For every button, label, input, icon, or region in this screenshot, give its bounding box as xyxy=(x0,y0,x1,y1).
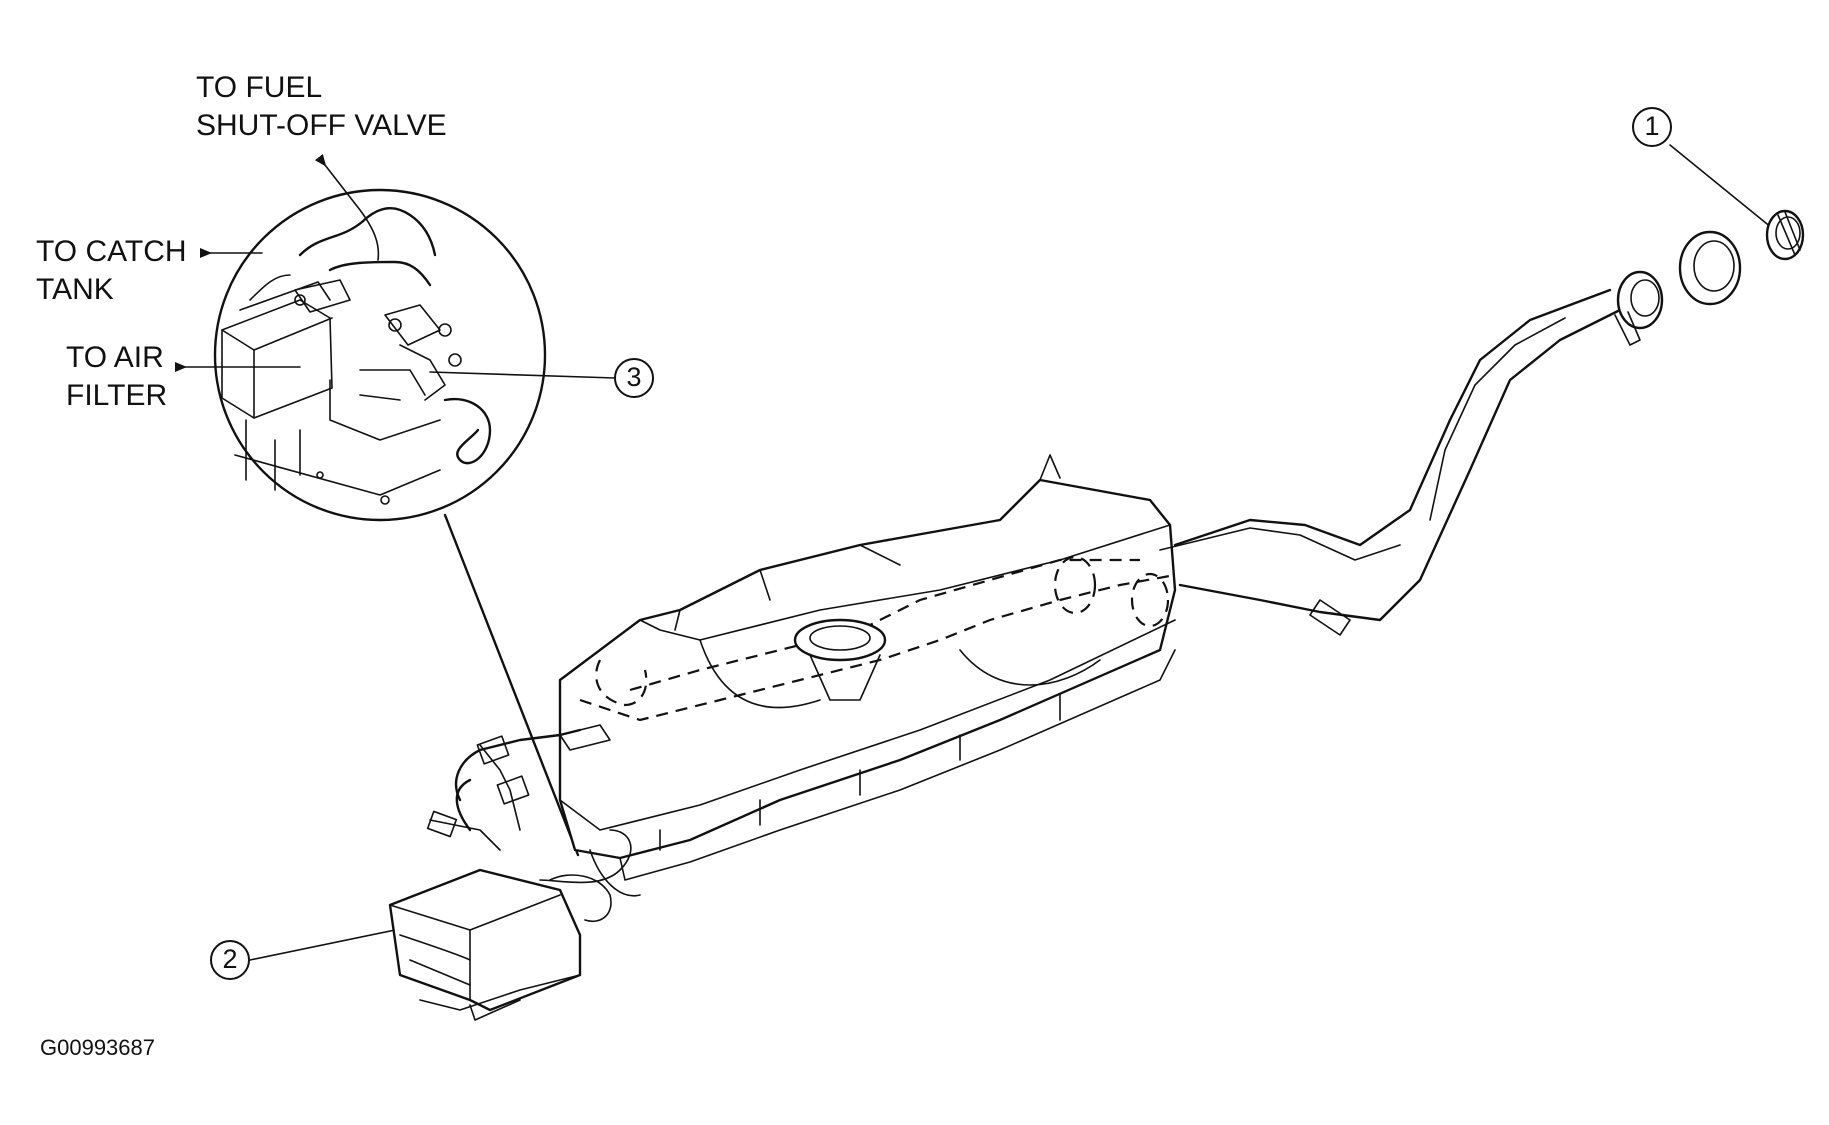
detail-inset xyxy=(213,188,547,522)
figure-id: G00993687 xyxy=(40,1035,155,1060)
label-air-filter-line2: FILTER xyxy=(66,379,168,412)
callout-1: 1 xyxy=(1632,107,1672,147)
callout-3: 3 xyxy=(614,358,654,398)
callout-2-leader xyxy=(249,929,396,961)
label-catch-tank-line2: TANK xyxy=(36,273,114,306)
inset-leader-line xyxy=(443,513,580,857)
filler-pipe xyxy=(1159,209,1805,636)
label-fuel-valve-line1: TO FUEL xyxy=(196,71,323,104)
label-catch-tank-line1: TO CATCH xyxy=(36,235,187,268)
label-fuel-valve-line2: SHUT-OFF VALVE xyxy=(196,109,447,142)
callout-3-leader xyxy=(429,371,616,379)
hose-bundle xyxy=(426,724,641,897)
fuel-valve-arrow xyxy=(314,154,380,261)
label-air-filter-line1: TO AIR xyxy=(66,341,164,374)
fuel-tank xyxy=(558,454,1177,881)
charcoal-canister xyxy=(388,868,612,1021)
callout-1-leader xyxy=(1669,144,1773,229)
callout-2: 2 xyxy=(210,940,250,980)
